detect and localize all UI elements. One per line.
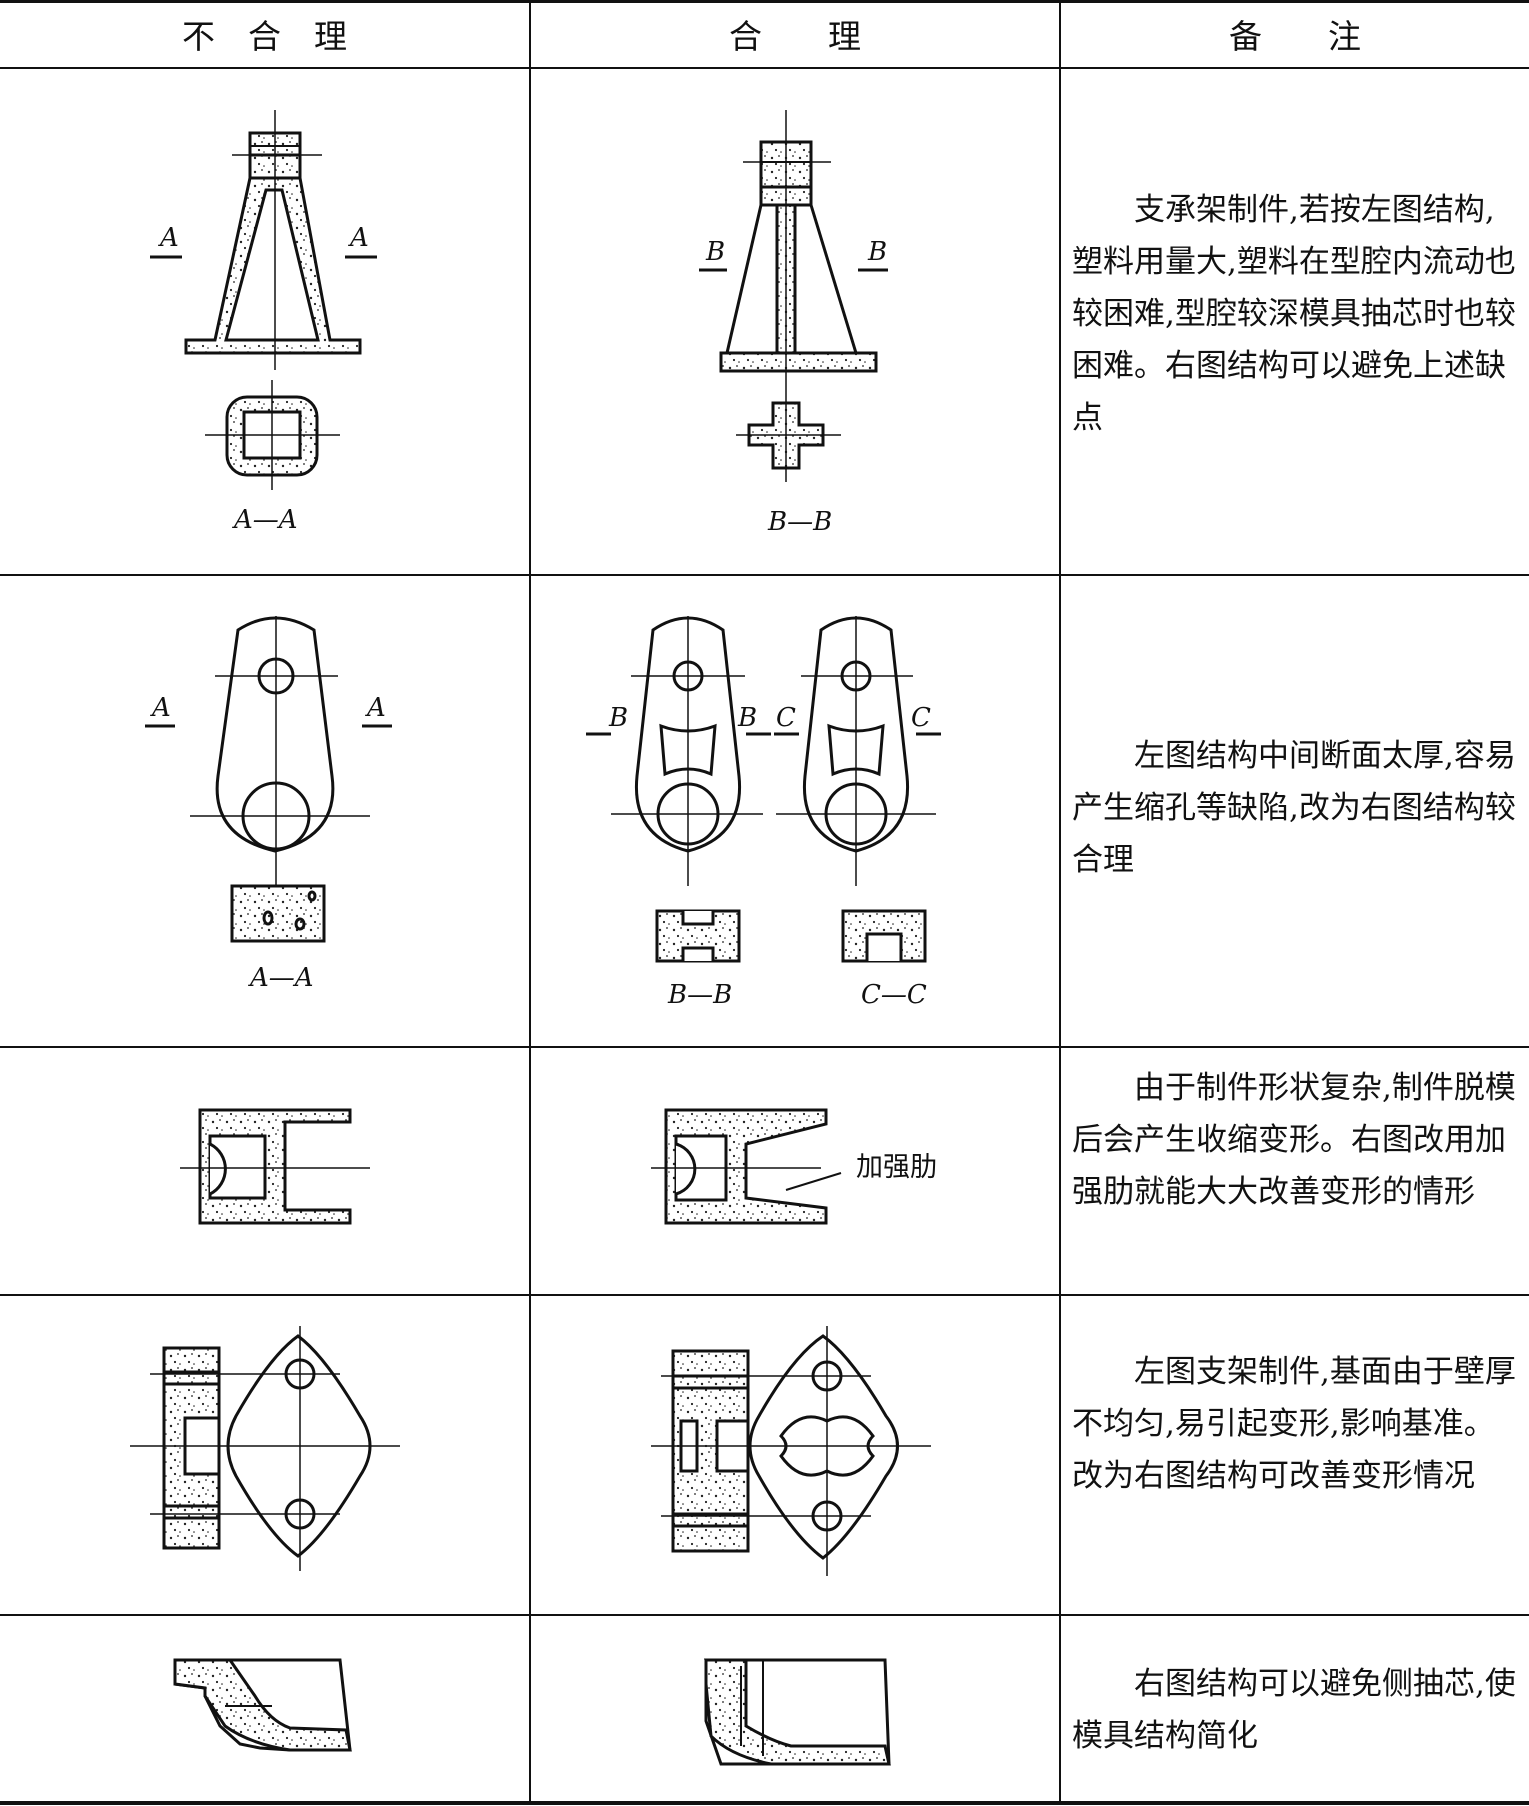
row3-reasonable-drawing: 加强肋 (531, 1048, 1059, 1294)
header-remarks: 备 注 (1229, 17, 1361, 56)
section-label: B (867, 237, 887, 267)
hook-part-drawing (173, 1658, 352, 1752)
row2-reasonable-drawing: B B C C B—B C—C (531, 576, 1059, 1046)
row-rule (0, 1294, 1529, 1296)
section-label: A (150, 693, 171, 723)
section-caption: A—A (232, 505, 298, 535)
bracket-cored-drawing (651, 1326, 931, 1576)
table-top-rule (0, 0, 1529, 3)
note-row-4: 左图支架制件,基面由于壁厚不均匀,易引起变形,影响基准。改为右图结构可改善变形情… (1072, 1354, 1516, 1494)
row5-reasonable-drawing (531, 1616, 1059, 1801)
section-caption: B—B (667, 980, 732, 1010)
row1-unreasonable-drawing: A A A—A (0, 70, 529, 574)
row1-reasonable-drawing: B B B—B (531, 70, 1059, 574)
column-rule (529, 0, 531, 1805)
link-solid-drawing: A A A—A (145, 616, 392, 993)
section-label: C (776, 703, 796, 733)
header-unreasonable: 不 合 理 (182, 17, 347, 56)
row-rule (0, 1046, 1529, 1048)
hook-simplified-drawing (703, 1658, 891, 1766)
row4-reasonable-drawing (531, 1296, 1059, 1614)
row3-unreasonable-drawing (0, 1048, 529, 1294)
row-rule (0, 1614, 1529, 1616)
section-caption: C—C (861, 980, 927, 1010)
row4-unreasonable-drawing (0, 1296, 529, 1614)
section-label: A (365, 693, 386, 723)
section-label: A (158, 223, 179, 253)
row5-unreasonable-drawing (0, 1616, 529, 1801)
section-label: B (608, 703, 628, 733)
rib-callout: 加强肋 (856, 1152, 937, 1183)
section-label: A (348, 223, 369, 253)
note-row-5: 右图结构可以避免侧抽芯,使模具结构简化 (1072, 1666, 1516, 1754)
section-label: B (737, 703, 757, 733)
bracket-base-drawing (130, 1326, 400, 1571)
note-row-1: 支承架制件,若按左图结构,塑料用量大,塑料在型腔内流动也较困难,型腔较深模具抽芯… (1072, 192, 1516, 436)
column-rule (1059, 0, 1061, 1805)
link-cored-drawings: B B C C B—B C—C (586, 616, 941, 1010)
row-rule (0, 574, 1529, 576)
channel-part-drawing (180, 1108, 370, 1225)
row2-unreasonable-drawing: A A A—A (0, 576, 529, 1046)
section-label: C (911, 703, 931, 733)
support-frame-thick-drawing: A A A—A (150, 110, 377, 535)
header-reasonable: 合 理 (729, 17, 861, 56)
note-row-3: 由于制件形状复杂,制件脱模后会产生收缩变形。右图改用加强肋就能大大改善变形的情形 (1072, 1070, 1516, 1210)
support-frame-rib-drawing: B B B—B (699, 110, 888, 537)
header-rule (0, 67, 1529, 69)
table-bottom-rule (0, 1801, 1529, 1805)
section-caption: A—A (248, 963, 314, 993)
section-label: B (705, 237, 725, 267)
note-row-2: 左图结构中间断面太厚,容易产生缩孔等缺陷,改为右图结构较合理 (1072, 738, 1516, 878)
channel-rib-drawing: 加强肋 (651, 1108, 937, 1225)
section-caption: B—B (767, 507, 832, 537)
